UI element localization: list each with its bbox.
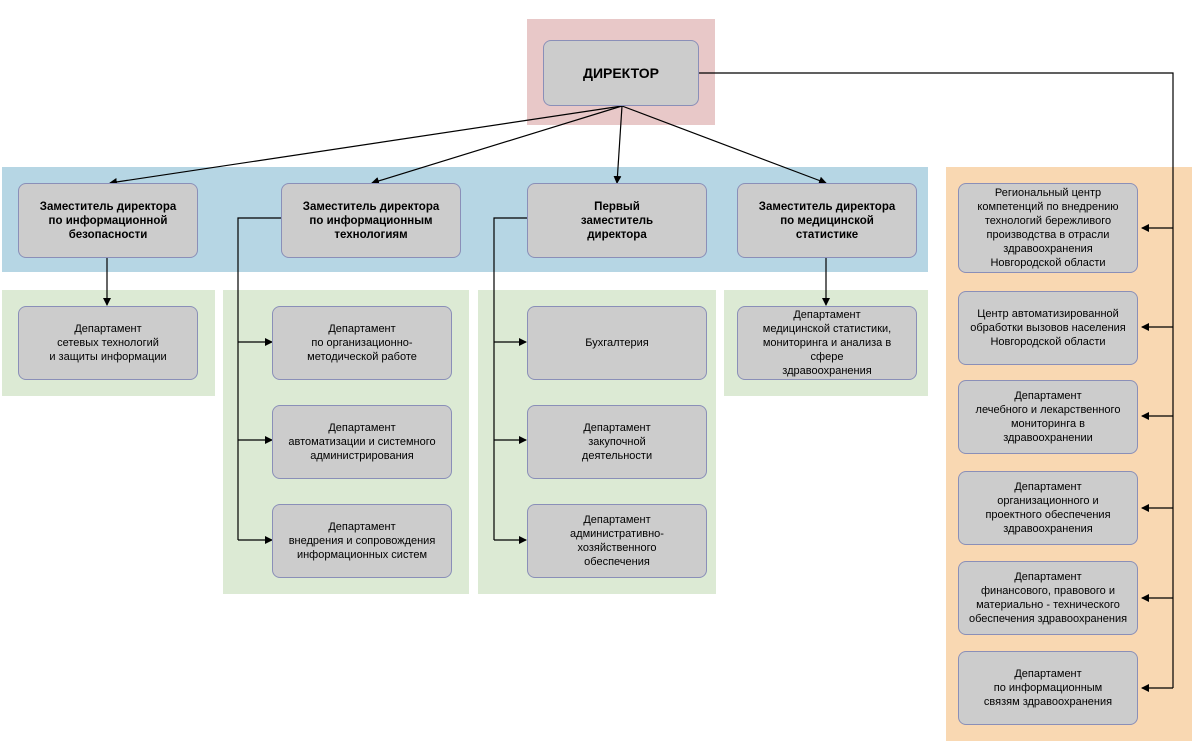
department-medical-monitoring-box: Департамент лечебного и лекарственного м… (958, 380, 1138, 454)
deputy-statistics-box: Заместитель директора по медицинской ста… (737, 183, 917, 258)
department-project-support-box: Департамент организационного и проектног… (958, 471, 1138, 545)
deputy-it-box: Заместитель директора по информационным … (281, 183, 461, 258)
department-methodology-box: Департамент по организационно- методичес… (272, 306, 452, 380)
department-automation-box: Департамент автоматизации и системного а… (272, 405, 452, 479)
department-info-systems-box: Департамент внедрения и сопровождения ин… (272, 504, 452, 578)
department-administrative-box: Департамент административно- хозяйственн… (527, 504, 707, 578)
department-network-security-box: Департамент сетевых технологий и защиты … (18, 306, 198, 380)
department-medical-statistics-box: Департамент медицинской статистики, мони… (737, 306, 917, 380)
director-box: ДИРЕКТОР (543, 40, 699, 106)
first-deputy-box: Первый заместитель директора (527, 183, 707, 258)
department-financial-legal-box: Департамент финансового, правового и мат… (958, 561, 1138, 635)
deputy-security-box: Заместитель директора по информационной … (18, 183, 198, 258)
department-procurement-box: Департамент закупочной деятельности (527, 405, 707, 479)
call-processing-center-box: Центр автоматизированной обработки вызов… (958, 291, 1138, 365)
regional-lean-center-box: Региональный центр компетенций по внедре… (958, 183, 1138, 273)
department-info-communications-box: Департамент по информационным связям здр… (958, 651, 1138, 725)
accounting-box: Бухгалтерия (527, 306, 707, 380)
